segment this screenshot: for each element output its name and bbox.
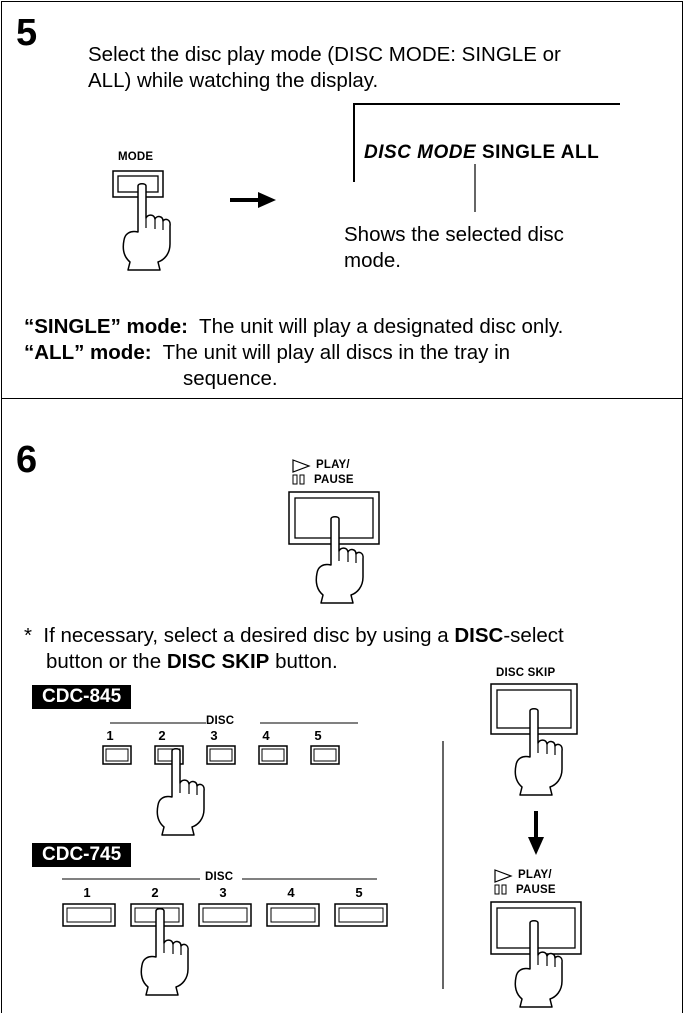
disc-number-5: 5	[314, 728, 322, 743]
disc-number-5: 5	[355, 885, 363, 900]
note-text-1: If necessary, select a desired disc by u…	[43, 624, 449, 647]
pointing-hand-icon	[156, 748, 205, 836]
vertical-divider	[442, 741, 444, 989]
note-text-2: -select	[503, 624, 564, 647]
play-pause-symbols-icon	[292, 459, 311, 485]
model-badge-cdc745: CDC-745	[32, 843, 132, 867]
callout-line	[474, 164, 476, 212]
single-mode-term: “SINGLE” mode:	[24, 315, 189, 338]
disc-number-1: 1	[83, 885, 91, 900]
display-frame	[353, 103, 620, 182]
pointing-hand-icon	[514, 920, 563, 1008]
play-label: PLAY/	[518, 869, 552, 881]
instruction-line-2: ALL) while watching the display.	[88, 69, 379, 92]
single-mode-desc: The unit will play a designated disc onl…	[199, 315, 564, 338]
pointing-hand-icon	[122, 183, 171, 271]
disc-buttons-cdc845[interactable]	[102, 745, 342, 767]
single-mode-definition: “SINGLE” mode: The unit will play a desi…	[24, 314, 563, 340]
disc-number-2: 2	[151, 885, 159, 900]
display-mode-values: SINGLE ALL	[481, 142, 600, 163]
mode-label: MODE	[118, 151, 154, 163]
step-6-panel: 6 PLAY/ PAUSE * If necessary, select a d…	[1, 398, 683, 1013]
disc-number-2: 2	[158, 728, 166, 743]
note-line-2: button or the DISC SKIP button.	[46, 649, 338, 675]
step-number: 5	[16, 12, 38, 54]
display-readout: DISC MODE SINGLE ALL	[364, 142, 599, 164]
arrow-down-icon	[528, 811, 544, 855]
note-disc-bold: DISC	[454, 624, 504, 647]
disc-number-4: 4	[262, 728, 270, 743]
disc-number-3: 3	[219, 885, 227, 900]
callout-text-1: Shows the selected disc	[344, 223, 564, 246]
play-label: PLAY/	[316, 459, 350, 471]
note-text-3: button or the	[46, 650, 162, 673]
note-disc-skip-bold: DISC SKIP	[166, 650, 270, 673]
note-line-1: * If necessary, select a desired disc by…	[24, 623, 564, 649]
model-badge-cdc845: CDC-845	[32, 685, 132, 709]
arrow-right-icon	[230, 192, 276, 208]
pointing-hand-icon	[140, 908, 189, 996]
step-5-panel: 5 Select the disc play mode (DISC MODE: …	[1, 1, 683, 399]
disc-number-4: 4	[287, 885, 295, 900]
all-mode-desc: The unit will play all discs in the tray…	[162, 341, 511, 364]
step-number: 6	[16, 439, 38, 481]
all-mode-desc-cont: sequence.	[183, 367, 278, 390]
pointing-hand-icon	[514, 708, 563, 796]
callout-text-2: mode.	[344, 249, 401, 272]
note-asterisk: *	[24, 624, 32, 647]
all-mode-definition: “ALL” mode: The unit will play all discs…	[24, 340, 510, 366]
instruction-line-1: Select the disc play mode (DISC MODE: SI…	[88, 43, 561, 66]
note-text-4: button.	[275, 650, 338, 673]
disc-group-label: DISC	[205, 871, 234, 883]
pointing-hand-icon	[315, 516, 364, 604]
disc-group-bracket	[110, 722, 358, 724]
pause-label: PAUSE	[516, 884, 556, 896]
all-mode-term: “ALL” mode:	[24, 341, 152, 364]
pause-label: PAUSE	[314, 474, 354, 486]
play-pause-symbols-icon	[494, 869, 513, 895]
display-disc-mode: DISC MODE	[364, 142, 477, 163]
disc-buttons-cdc745[interactable]	[62, 903, 394, 929]
disc-skip-label: DISC SKIP	[496, 667, 556, 679]
disc-group-bracket	[62, 878, 377, 880]
disc-number-1: 1	[106, 728, 114, 743]
disc-number-3: 3	[210, 728, 218, 743]
disc-group-label: DISC	[206, 715, 235, 727]
